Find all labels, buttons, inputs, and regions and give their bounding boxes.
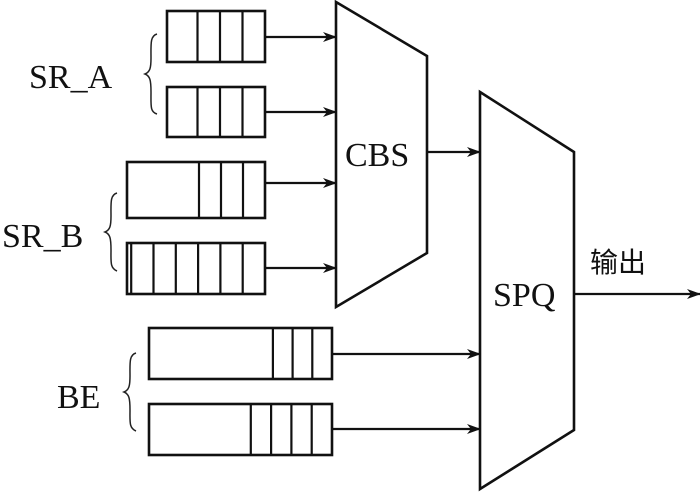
cbs-label: CBS <box>345 137 409 174</box>
group-label-be: BE <box>57 379 100 416</box>
group-label-sr-a: SR_A <box>29 59 113 96</box>
queue-buffer <box>147 402 334 457</box>
cbs-shaper-block <box>334 0 429 310</box>
brace-be <box>121 352 137 432</box>
spq-label: SPQ <box>493 277 555 314</box>
queue-buffer <box>147 326 334 381</box>
queue-be-2 <box>147 402 334 457</box>
output-label: 输出 <box>590 246 646 279</box>
queues-layer <box>125 9 334 457</box>
queue-sr-b-1 <box>125 160 267 220</box>
group-label-sr-b: SR_B <box>2 218 83 255</box>
brace-sr-a <box>142 33 158 115</box>
queue-sr-a-1 <box>165 9 267 64</box>
queue-buffer <box>165 85 267 139</box>
queue-buffer <box>125 160 267 220</box>
queue-buffer <box>125 241 267 296</box>
brace-sr-b <box>102 192 118 272</box>
queue-sr-b-2 <box>125 241 267 296</box>
queue-sr-a-2 <box>165 85 267 139</box>
queue-be-1 <box>147 326 334 381</box>
queue-buffer <box>165 9 267 64</box>
